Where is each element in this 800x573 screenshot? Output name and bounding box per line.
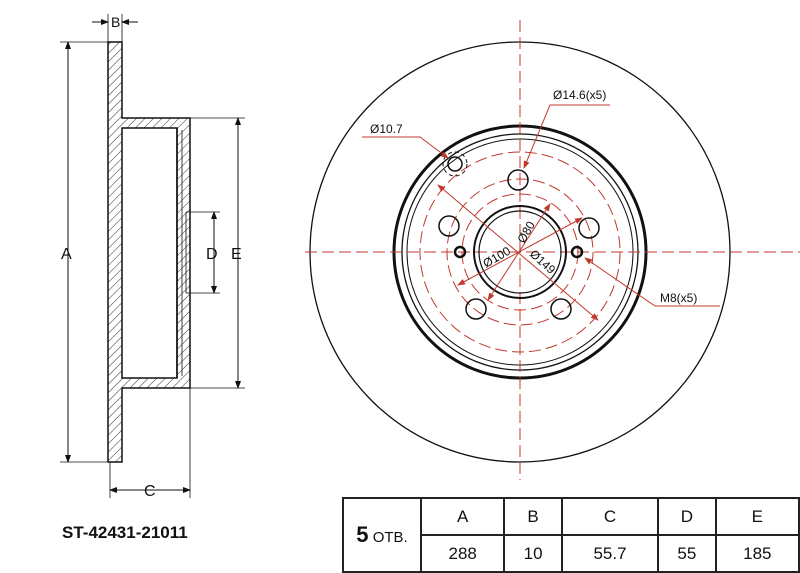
front-view — [305, 20, 800, 480]
dim-label-d: D — [206, 246, 218, 263]
label-center-bore: Ø80 — [514, 219, 538, 246]
value-b: 10 — [503, 534, 563, 573]
label-thread: M8(x5) — [660, 291, 697, 305]
holes-count: 5 — [356, 522, 369, 547]
header-c: C — [560, 497, 660, 536]
value-a: 288 — [419, 534, 506, 573]
dim-label-b: B — [111, 14, 120, 30]
holes-count-cell: 5 ОТВ. — [342, 497, 422, 573]
label-locating-hole: Ø10.7 — [370, 122, 403, 136]
label-hat-diameter: Ø149 — [527, 247, 558, 277]
header-d: D — [657, 497, 717, 536]
value-e: 185 — [714, 534, 800, 573]
side-view — [60, 14, 245, 498]
holes-label: ОТВ. — [372, 529, 408, 546]
label-bolt-hole: Ø14.6(x5) — [553, 88, 606, 102]
dim-label-a: A — [61, 246, 72, 263]
label-bolt-circle: Ø100 — [481, 244, 514, 271]
value-c: 55.7 — [560, 534, 660, 573]
dim-label-c: C — [144, 483, 156, 500]
part-number: ST-42431-21011 — [62, 523, 188, 542]
header-e: E — [714, 497, 800, 536]
spec-table: 5 ОТВ. A B C D E 288 10 55.7 55 185 — [342, 497, 800, 573]
dim-label-e: E — [231, 246, 242, 263]
header-b: B — [503, 497, 563, 536]
value-d: 55 — [657, 534, 717, 573]
header-a: A — [419, 497, 506, 536]
